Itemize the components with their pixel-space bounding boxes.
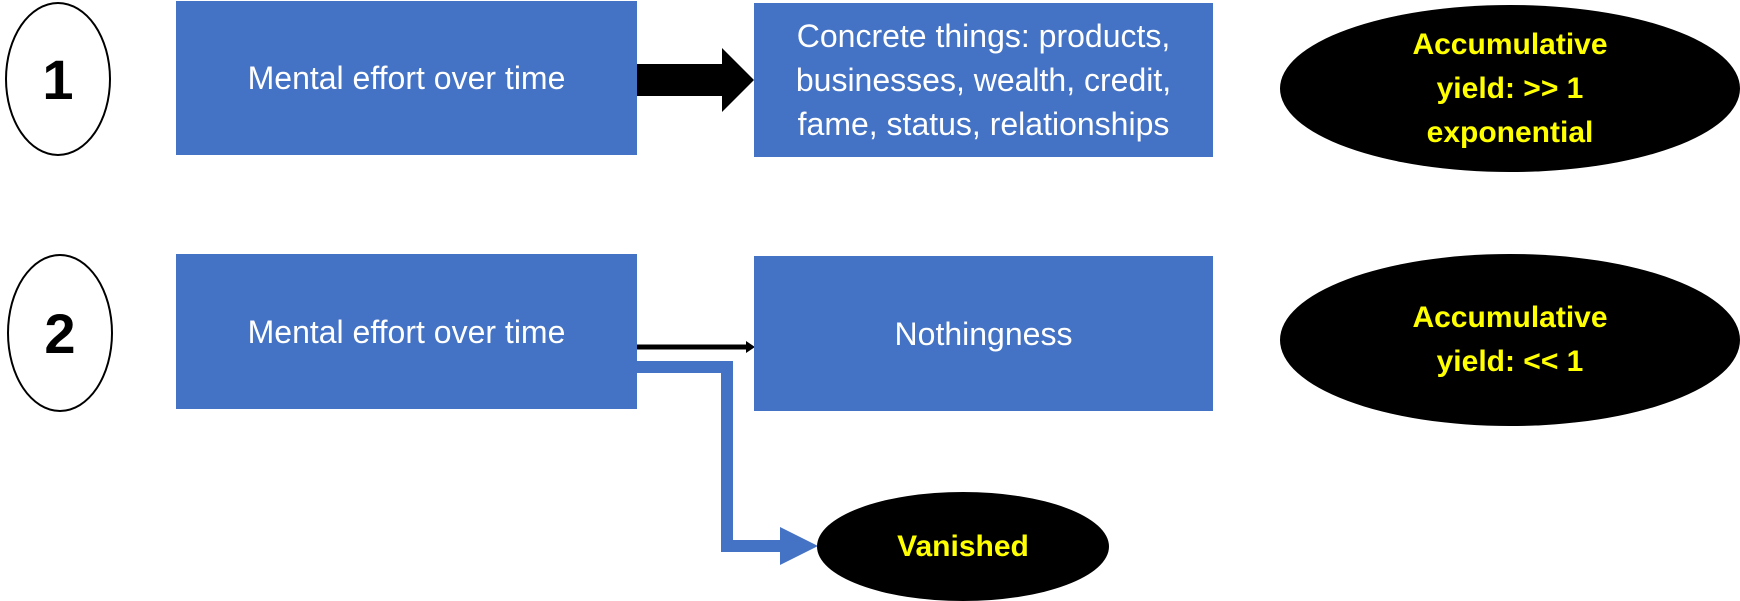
source-label: Mental effort over time xyxy=(247,313,566,350)
step-label: 1 xyxy=(42,47,74,111)
step-label: 2 xyxy=(44,301,76,365)
source-box-row2: Mental effort over time xyxy=(176,254,637,409)
result-label: Accumulative yield: << 1 xyxy=(1412,301,1608,378)
result-oval-row2: Accumulative yield: << 1 xyxy=(1280,254,1740,426)
vanished-oval: Vanished xyxy=(817,492,1109,601)
result-label: Accumulative yield: >> 1 exponential xyxy=(1412,27,1608,149)
step-number-1: 1 xyxy=(5,2,111,156)
target-label: Nothingness xyxy=(894,315,1073,352)
thin-arrow-row2-head xyxy=(746,341,755,353)
leak-arrow-line xyxy=(637,361,785,552)
result-oval-row1: Accumulative yield: >> 1 exponential xyxy=(1280,5,1740,172)
big-arrow-row1 xyxy=(637,48,754,112)
target-label: Concrete things: products, businesses, w… xyxy=(795,18,1172,142)
source-box-row1: Mental effort over time xyxy=(176,1,637,155)
leak-arrow-head xyxy=(780,527,818,565)
step-number-2: 2 xyxy=(7,254,113,412)
target-box-row1: Concrete things: products, businesses, w… xyxy=(754,3,1213,157)
target-box-row2: Nothingness xyxy=(754,256,1213,411)
vanished-label: Vanished xyxy=(897,529,1029,563)
source-label: Mental effort over time xyxy=(247,60,566,96)
